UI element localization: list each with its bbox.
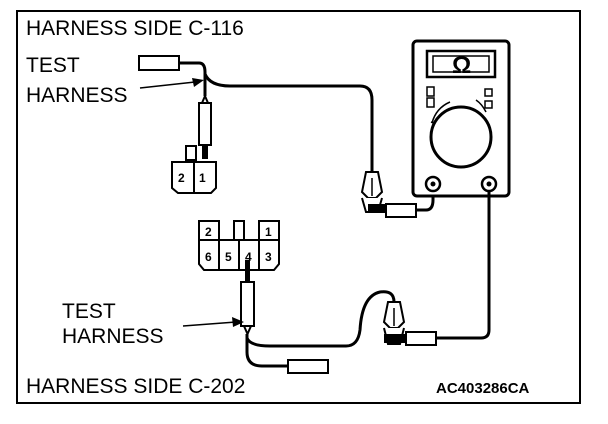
connector-c116: 2 1 — [171, 145, 217, 194]
c202-pin-5: 5 — [225, 250, 232, 264]
ohmmeter-indicator-left-1 — [426, 86, 435, 97]
ohmmeter-indicator-right-2 — [484, 100, 493, 109]
c202-pin-4: 4 — [245, 250, 252, 264]
bottom-test-label-line2: HARNESS — [62, 325, 164, 348]
top-meter-lead-plug — [385, 203, 417, 218]
bottom-label-arrow-head — [232, 317, 244, 327]
bottom-probe-pin — [245, 260, 250, 282]
top-label-arrow-head — [192, 78, 204, 87]
top-harness-title: HARNESS SIDE C-116 — [26, 17, 244, 40]
c202-pin-6: 6 — [205, 250, 212, 264]
bottom-test-lead — [245, 334, 288, 368]
bottom-probe-sleeve — [240, 281, 255, 327]
bottom-test-label-line1: TEST — [62, 300, 116, 323]
top-meter-wire — [203, 73, 374, 172]
top-test-harness-plug — [138, 55, 180, 71]
top-probe-pin — [202, 145, 208, 159]
c202-pin-1: 1 — [265, 225, 272, 239]
bottom-label-arrow-line — [182, 321, 237, 327]
figure-code: AC403286CA — [436, 380, 530, 397]
c202-pin-3: 3 — [265, 250, 272, 264]
c116-pin-1: 1 — [199, 171, 206, 185]
connector-c202: 2 1 6 5 4 3 — [198, 220, 280, 271]
bottom-meter-wire — [245, 290, 396, 348]
ohm-symbol: Ω — [452, 52, 471, 79]
ohmmeter-indicator-left-2 — [426, 97, 435, 108]
top-probe-sleeve — [198, 102, 212, 146]
bottom-alligator-clip — [382, 301, 406, 345]
bottom-harness-title: HARNESS SIDE C-202 — [26, 375, 245, 398]
top-meter-lead — [416, 187, 435, 212]
ohmmeter-indicator-right-1 — [484, 88, 493, 97]
range-selector-dial — [429, 105, 493, 169]
bottom-meter-lead — [436, 191, 491, 340]
top-test-label-line2: HARNESS — [26, 84, 128, 107]
bottom-test-harness-plug — [287, 359, 329, 374]
top-test-label-line1: TEST — [26, 54, 80, 77]
c202-pin-2: 2 — [205, 225, 212, 239]
top-test-lead — [179, 61, 207, 84]
bottom-meter-lead-plug — [405, 331, 437, 346]
ohmmeter: Ω — [411, 39, 511, 198]
c116-pin-2: 2 — [178, 171, 185, 185]
top-label-arrow-line — [139, 81, 196, 89]
top-alligator-clip — [360, 171, 386, 213]
